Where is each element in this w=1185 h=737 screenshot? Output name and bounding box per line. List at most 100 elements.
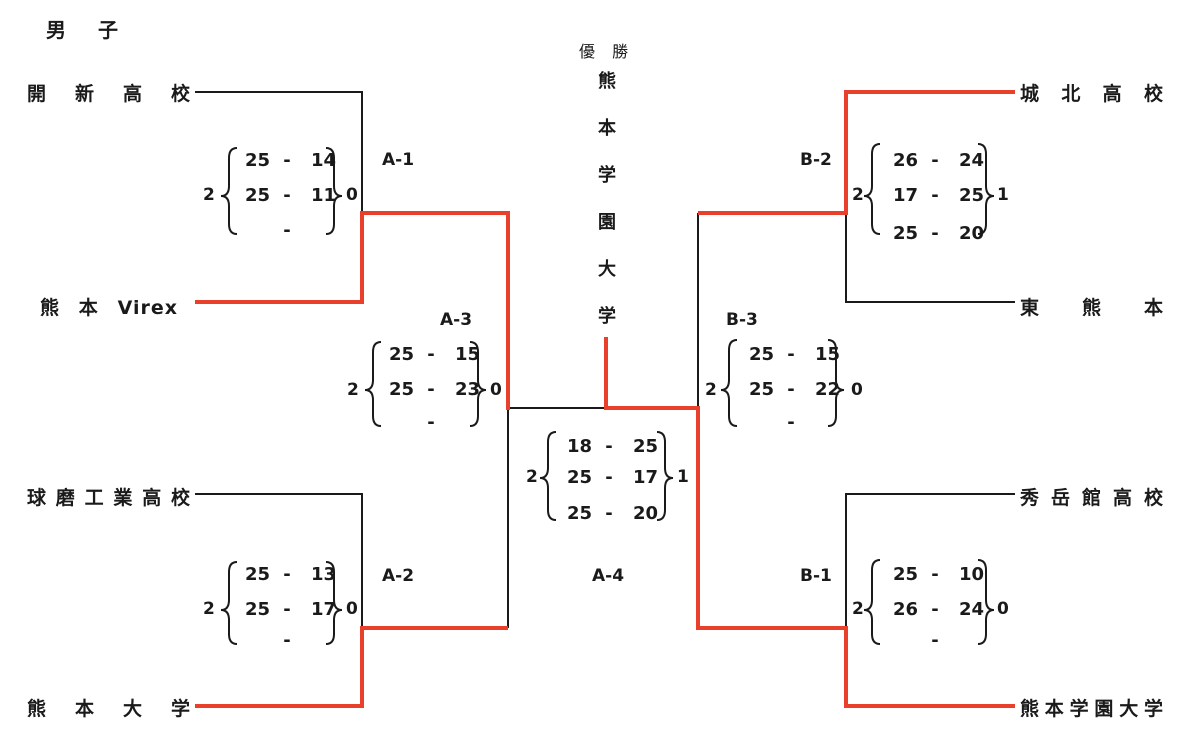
brace-b1-close [977,559,995,645]
set-dash: - [605,436,613,457]
set-score-home: 26 [892,599,918,620]
set-dash: - [605,467,613,488]
set-score-away: 14 [310,150,336,171]
match-id-a3: A-3 [440,310,473,330]
team-shugakukan: 秀岳館高校 [1020,487,1164,509]
set-score-away: 25 [958,185,984,206]
set-row: 26-24 [882,595,992,625]
champion-char: 本 [598,118,616,139]
b2-away-wins: 1 [997,185,1009,205]
set-dash: - [931,630,939,651]
a1-home-wins: 2 [203,185,215,205]
set-score-home: 25 [388,344,414,365]
set-dash: - [283,220,291,241]
a4-home-wins: 2 [526,467,538,487]
b3-away-wins: 0 [851,380,863,400]
set-dash: - [427,379,435,400]
set-row: 25-10 [882,560,992,590]
team-gakuen-univ: 熊本学園大学 [1020,698,1164,720]
set-row: - [738,408,848,438]
team-higashi-kumamoto: 東熊本 [1020,297,1164,319]
set-row: 25-20 [882,219,992,249]
set-score-home: 25 [244,564,270,585]
set-row: 17-25 [882,181,992,211]
set-score-away: 25 [632,436,658,457]
set-score-home: 25 [892,564,918,585]
a3-away-wins: 0 [490,380,502,400]
set-row: 25-20 [556,499,666,529]
set-dash: - [931,564,939,585]
winner-path-virex [195,211,510,410]
champion-char: 学 [598,165,616,186]
set-dash: - [283,630,291,651]
match-id-a2: A-2 [382,566,415,586]
set-score-away: 11 [310,185,336,206]
match-id-a4: A-4 [592,566,625,586]
set-dash: - [283,185,291,206]
champion-char: 熊 [598,71,616,92]
set-score-home: 17 [892,185,918,206]
set-dash: - [787,379,795,400]
brace-b2-open [863,143,881,235]
brace-a2-close [325,561,343,645]
set-score-home: 25 [244,185,270,206]
brace-a4-open [539,431,557,521]
set-score-away: 13 [310,564,336,585]
set-row: - [378,408,488,438]
set-row: - [882,626,992,656]
a2-home-wins: 2 [203,599,215,619]
set-score-away: 15 [814,344,840,365]
set-dash: - [931,223,939,244]
set-dash: - [931,185,939,206]
team-kaishin: 開新高校 [27,83,191,105]
set-dash: - [427,412,435,433]
a2-away-wins: 0 [346,599,358,619]
set-row: - [234,626,344,656]
set-score-home: 26 [892,150,918,171]
brace-a2-open [220,561,238,645]
brace-b2-close [977,143,995,235]
set-row: 25-23 [378,375,488,405]
line-kuma-kogyo [195,493,363,628]
set-score-away: 22 [814,379,840,400]
page-title: 男 子 [46,18,124,42]
set-score-home: 25 [244,150,270,171]
set-row: 18-25 [556,432,666,462]
set-score-home: 25 [244,599,270,620]
champion-name: 熊 本 学 園 大 学 [592,58,622,340]
set-row: 25-13 [234,560,344,590]
set-score-home: 25 [566,503,592,524]
team-virex: 熊本Virex [40,297,178,319]
line-shugakukan [845,493,1015,628]
winner-path-gakuen [604,337,1015,708]
set-dash: - [931,599,939,620]
match-id-a1: A-1 [382,150,415,170]
a3-home-wins: 2 [347,380,359,400]
line-kaishin [195,91,363,213]
set-score-away: 17 [632,467,658,488]
set-dash: - [787,344,795,365]
set-dash: - [283,599,291,620]
b3-home-wins: 2 [705,380,717,400]
a4-away-wins: 1 [677,467,689,487]
team-jouhoku: 城北高校 [1020,83,1164,105]
set-score-home: 25 [388,379,414,400]
set-dash: - [787,412,795,433]
brace-b3-open [720,339,738,427]
winner-path-kumamoto-univ [195,626,508,708]
set-score-away: 10 [958,564,984,585]
set-row: 25-14 [234,146,344,176]
team-kumamoto-univ: 熊本大学 [27,698,191,720]
set-row: - [234,216,344,246]
set-score-home: 18 [566,436,592,457]
a1-away-wins: 0 [346,185,358,205]
brace-a1-close [325,147,343,235]
set-dash: - [605,503,613,524]
set-score-home: 25 [892,223,918,244]
brace-a4-close [656,431,674,521]
brace-a1-open [220,147,238,235]
set-score-home: 25 [566,467,592,488]
set-dash: - [283,150,291,171]
line-higashi-kumamoto [845,213,1015,303]
